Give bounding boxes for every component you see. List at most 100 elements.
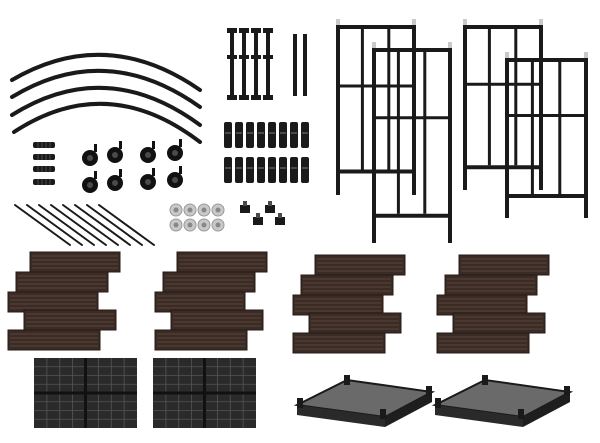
trays <box>293 375 574 427</box>
slat <box>444 274 538 296</box>
connector <box>301 122 309 148</box>
caster-stem <box>179 166 182 174</box>
caster-stem <box>152 168 155 176</box>
tray-side <box>385 392 432 427</box>
rod-cap <box>227 28 237 33</box>
frame-rail <box>463 165 543 170</box>
slat <box>23 309 117 331</box>
connector-ring <box>258 167 264 169</box>
rod-cap <box>239 28 249 33</box>
connector-ring <box>302 132 308 134</box>
frame-post <box>487 25 491 166</box>
frame-post <box>463 25 467 190</box>
pin <box>26 204 83 246</box>
frame-rail <box>463 82 543 86</box>
rod <box>293 34 297 96</box>
bolt <box>33 179 55 185</box>
slat <box>7 329 101 351</box>
caster-stem <box>179 139 182 147</box>
foot-stem <box>268 201 272 206</box>
slat <box>162 271 256 293</box>
rod <box>303 34 307 96</box>
tray-post <box>518 409 524 419</box>
rod-cap <box>251 28 261 33</box>
caster-stem <box>119 141 122 149</box>
chrome-caps <box>169 203 225 232</box>
frame-rail <box>505 194 588 198</box>
connector <box>279 122 287 148</box>
rod <box>254 28 258 100</box>
frame-rail <box>463 25 543 29</box>
frame-post <box>539 25 543 190</box>
rod-cap <box>239 55 249 59</box>
slat <box>15 271 109 293</box>
frame-tip <box>539 19 543 25</box>
rod-cap <box>227 95 237 100</box>
tray-post <box>297 398 303 408</box>
long-pins <box>14 204 155 246</box>
cap-center <box>201 207 207 213</box>
frame-rail <box>372 213 452 218</box>
frame-tip <box>448 42 452 48</box>
connector-ring <box>247 167 253 169</box>
curved-arches <box>10 52 202 144</box>
bolt <box>33 154 55 160</box>
frame-rail <box>336 25 416 29</box>
caster-hub <box>145 179 151 185</box>
frame-rail <box>505 58 588 62</box>
slat <box>308 312 402 334</box>
frame-rail <box>505 114 588 117</box>
connector-ring <box>258 132 264 134</box>
rod-cap <box>263 55 273 59</box>
pin <box>86 204 143 246</box>
arch <box>10 85 202 127</box>
caster-hub <box>87 182 93 188</box>
connector-ring <box>269 132 275 134</box>
threaded-bolts <box>33 142 55 185</box>
tray-post <box>380 409 386 419</box>
frame-tip <box>372 42 376 48</box>
foot-stem <box>243 201 247 206</box>
foot <box>265 205 275 213</box>
frame-post <box>412 25 416 195</box>
caster-hub <box>172 150 178 156</box>
arch <box>10 52 202 92</box>
connector-ring <box>291 132 297 134</box>
arch <box>12 101 202 144</box>
tray-post <box>482 375 488 385</box>
cap-center <box>215 222 221 228</box>
caster-stem <box>94 144 97 152</box>
connector <box>268 122 276 148</box>
wood-slat-sets <box>7 251 550 354</box>
connector-ring <box>236 132 242 134</box>
caster-wheels <box>82 139 183 193</box>
frame-post <box>505 58 509 218</box>
connectors <box>224 122 309 183</box>
rod-cap <box>263 95 273 100</box>
frame-tip <box>412 19 416 25</box>
foot <box>240 205 250 213</box>
slat <box>458 254 550 276</box>
rod-cap <box>263 28 273 33</box>
frame-tip <box>505 52 509 58</box>
tray-post <box>564 386 570 396</box>
caster-hub <box>87 155 93 161</box>
connector <box>246 122 254 148</box>
caster-stem <box>119 169 122 177</box>
frame-post <box>514 25 518 166</box>
frame-tip <box>336 19 340 25</box>
slat <box>176 251 268 273</box>
slat <box>292 294 384 316</box>
caster-hub <box>172 177 178 183</box>
frame-rail <box>372 116 452 120</box>
connector <box>224 122 232 148</box>
rod-cap <box>239 95 249 100</box>
rod <box>242 28 246 100</box>
frame-post <box>448 48 452 243</box>
connector-ring <box>291 167 297 169</box>
connector-ring <box>269 167 275 169</box>
bolt <box>33 166 55 172</box>
frame-post <box>336 25 340 195</box>
tray-post <box>426 386 432 396</box>
connector <box>301 157 309 183</box>
